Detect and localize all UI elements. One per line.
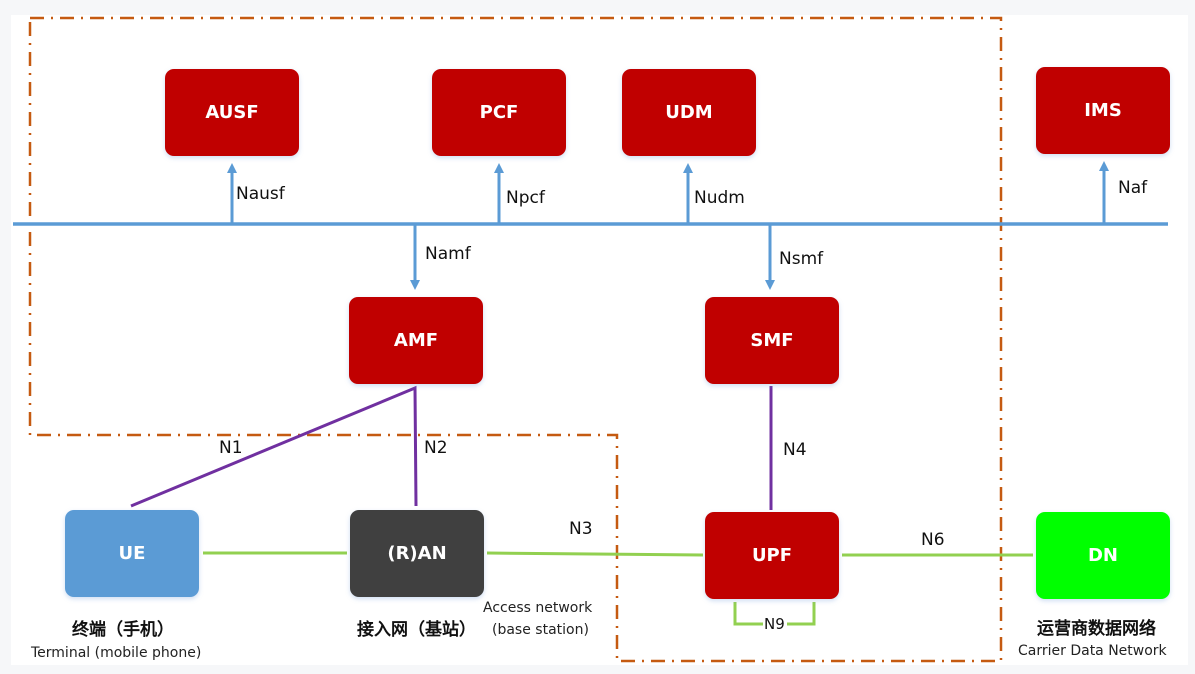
ue-label: UE: [118, 543, 146, 564]
ue-caption-english: Terminal (mobile phone): [31, 645, 202, 661]
n9-loop: [733, 602, 763, 626]
n4-interface-label: N4: [783, 440, 807, 460]
ran-node[interactable]: (R)AN: [350, 510, 484, 597]
nsmf-interface-label: Nsmf: [779, 249, 824, 269]
dn-node[interactable]: DN: [1036, 512, 1170, 599]
smf-node[interactable]: SMF: [705, 297, 839, 384]
ran-caption-chinese: 接入网（基站）: [357, 620, 476, 640]
smf-label: SMF: [750, 330, 794, 351]
dn-caption-english: Carrier Data Network: [1018, 643, 1167, 659]
core-network-boundary: [28, 16, 1003, 663]
n1-interface-label: N1: [219, 438, 243, 458]
n6-interface-label: N6: [921, 530, 945, 550]
ue-caption-chinese: 终端（手机）: [72, 620, 174, 640]
n1-n2-link: [130, 385, 418, 508]
n9-interface-label: N9: [764, 615, 785, 633]
pcf-node[interactable]: PCF: [432, 69, 566, 156]
upf-node[interactable]: UPF: [705, 512, 839, 599]
nudm-interface-label: Nudm: [694, 188, 745, 208]
nausf-interface-label: Nausf: [236, 184, 285, 204]
ims-label: IMS: [1084, 100, 1122, 121]
dn-caption-chinese: 运营商数据网络: [1037, 619, 1156, 639]
dn-label: DN: [1087, 545, 1118, 566]
n3-interface-label: N3: [569, 519, 593, 539]
upf-label: UPF: [751, 545, 793, 566]
ran-caption-english-line2: (base station): [492, 622, 589, 638]
udm-label: UDM: [665, 102, 713, 123]
npcf-interface-label: Npcf: [506, 188, 545, 208]
amf-node[interactable]: AMF: [349, 297, 483, 384]
ims-node[interactable]: IMS: [1036, 67, 1170, 154]
ausf-node[interactable]: AUSF: [165, 69, 299, 156]
n9-loop-right: [787, 602, 816, 626]
n2-interface-label: N2: [424, 438, 448, 458]
amf-label: AMF: [393, 330, 439, 351]
pcf-label: PCF: [479, 102, 519, 123]
n3-link: [486, 551, 704, 557]
namf-interface-label: Namf: [425, 244, 471, 264]
udm-node[interactable]: UDM: [622, 69, 756, 156]
ran-label: (R)AN: [387, 543, 447, 564]
ausf-label: AUSF: [205, 102, 259, 123]
ue-node[interactable]: UE: [65, 510, 199, 597]
ran-caption-english-line1: Access network: [483, 600, 593, 616]
naf-interface-label: Naf: [1118, 178, 1148, 198]
